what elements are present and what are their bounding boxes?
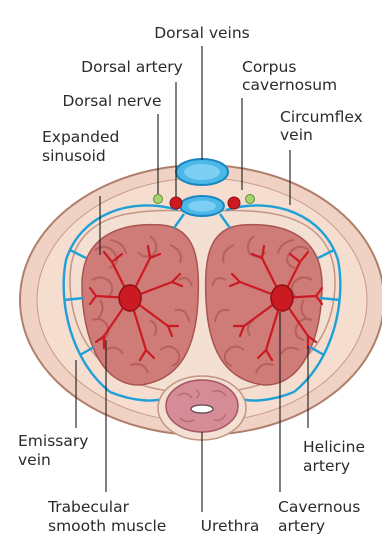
label-urethra: Urethra (201, 517, 260, 535)
label-trabecular-line1: Trabecular (47, 498, 130, 516)
label-corpus-cavernosum-line2: cavernosum (242, 76, 337, 94)
label-expanded-sinusoid-line1: Expanded (42, 128, 119, 146)
superficial-dorsal-vein-inner (184, 164, 220, 180)
dorsal-nerve-right (246, 195, 255, 204)
deep-dorsal-vein-inner (188, 201, 216, 212)
dorsal-nerve-left (154, 195, 163, 204)
label-expanded-sinusoid-line2: sinusoid (42, 147, 106, 165)
right-cavernous-artery (271, 285, 293, 311)
label-trabecular-line2: smooth muscle (48, 517, 166, 535)
label-emissary-vein-line2: vein (18, 451, 51, 469)
urethra-lumen (191, 405, 213, 413)
label-corpus-cavernosum-line1: Corpus (242, 58, 296, 76)
dorsal-artery-left (170, 197, 182, 209)
label-dorsal-artery: Dorsal artery (81, 58, 183, 76)
label-circumflex-vein-line1: Circumflex (280, 108, 363, 126)
label-cavernous-artery-line2: artery (278, 517, 325, 535)
label-dorsal-veins: Dorsal veins (154, 24, 250, 42)
left-cavernous-artery (119, 285, 141, 311)
label-circumflex-vein-line2: vein (280, 126, 313, 144)
label-dorsal-nerve: Dorsal nerve (62, 92, 161, 110)
label-helicine-artery-line1: Helicine (303, 438, 365, 456)
label-helicine-artery-line2: artery (303, 457, 350, 475)
label-cavernous-artery-line1: Cavernous (278, 498, 360, 516)
dorsal-artery-right (228, 197, 240, 209)
label-emissary-vein-line1: Emissary (18, 432, 88, 450)
